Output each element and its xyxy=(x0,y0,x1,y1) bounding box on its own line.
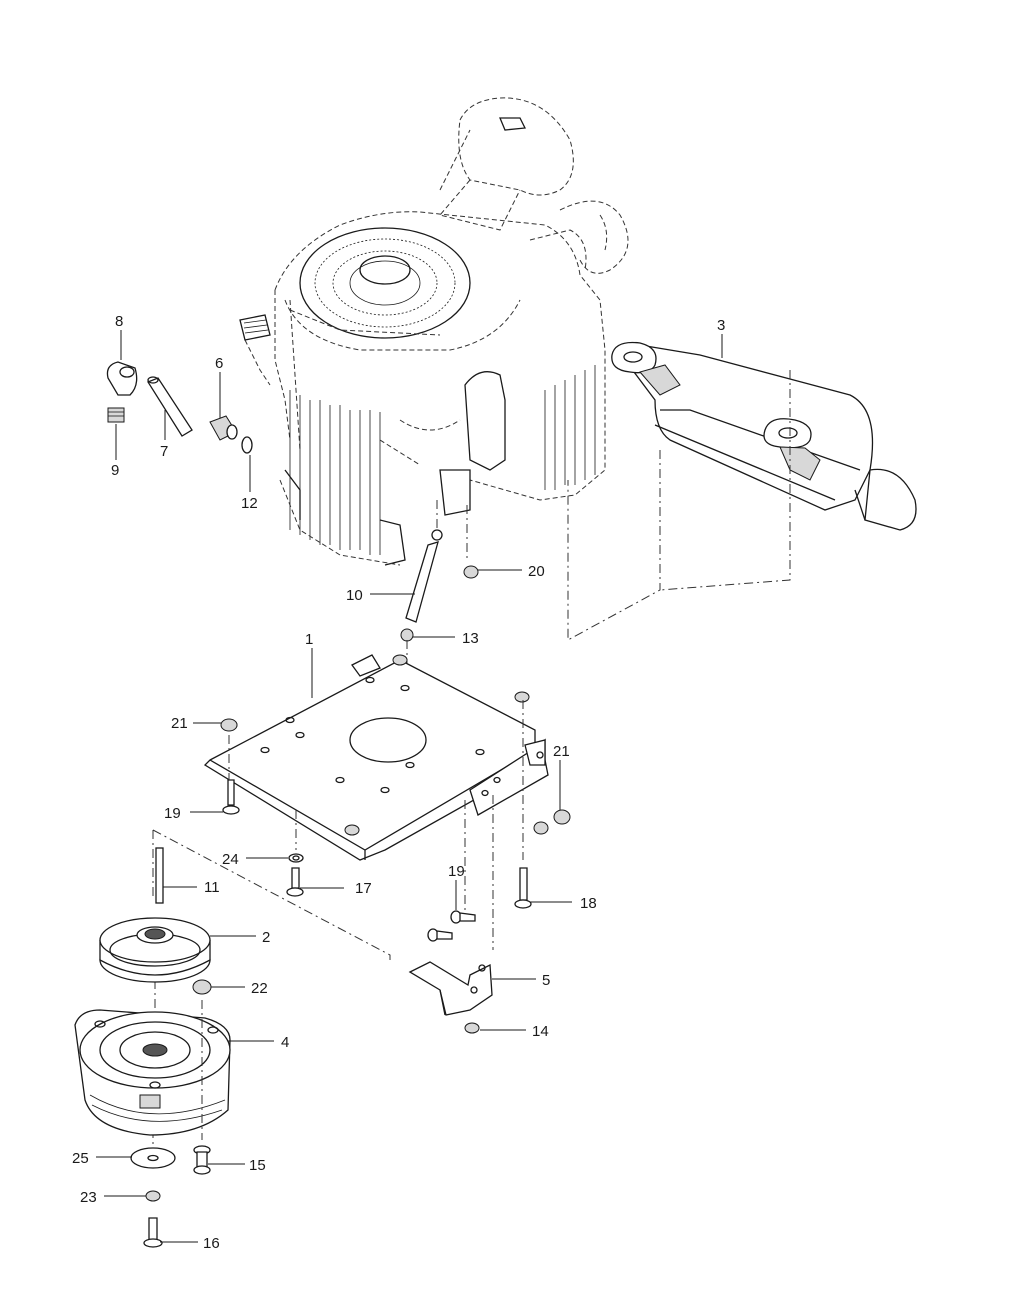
callout-21-left: 21 xyxy=(171,715,188,732)
callout-14: 14 xyxy=(532,1023,549,1040)
callout-leaders xyxy=(96,330,723,1243)
oil-drain-elbow xyxy=(106,361,138,396)
callout-labels: 1 2 3 4 5 6 7 8 9 10 11 12 13 14 15 16 1… xyxy=(72,313,725,1252)
bolt-19-bracket xyxy=(427,910,476,942)
callout-9: 9 xyxy=(111,462,119,479)
callout-24: 24 xyxy=(222,851,239,868)
drain-plug xyxy=(107,407,125,423)
muffler xyxy=(611,341,917,531)
engine-mount-plate xyxy=(203,654,549,861)
bolt-center-lines xyxy=(228,700,524,950)
nut-20 xyxy=(463,565,479,579)
bolt-19-plate xyxy=(222,779,240,815)
bolt-18 xyxy=(514,867,532,909)
callout-22: 22 xyxy=(251,980,268,997)
callout-2: 2 xyxy=(262,929,270,946)
callout-1: 1 xyxy=(305,631,313,648)
hose-clamp xyxy=(400,628,414,642)
fuel-hose xyxy=(405,529,443,623)
callout-25: 25 xyxy=(72,1150,89,1167)
callout-6: 6 xyxy=(215,355,223,372)
bolt-15 xyxy=(193,1145,211,1175)
bolt-17 xyxy=(286,867,304,897)
washer-24 xyxy=(288,853,304,863)
pulley-axis-lines xyxy=(152,829,391,1150)
pulley xyxy=(99,917,211,983)
muffler-mount-lines xyxy=(567,370,791,641)
nut-21-right xyxy=(533,809,571,835)
drain-valve xyxy=(209,415,238,441)
bolt-16 xyxy=(143,1217,163,1248)
engine-outline xyxy=(239,97,629,566)
callout-23: 23 xyxy=(80,1189,97,1206)
drain-pipe xyxy=(147,376,193,437)
nut-22 xyxy=(192,979,212,995)
callout-5: 5 xyxy=(542,972,550,989)
callout-10: 10 xyxy=(346,587,363,604)
callout-4: 4 xyxy=(281,1034,289,1051)
callout-15: 15 xyxy=(249,1157,266,1174)
callout-21-right: 21 xyxy=(553,743,570,760)
callout-13: 13 xyxy=(462,630,479,647)
washer-25 xyxy=(130,1147,176,1169)
callout-3: 3 xyxy=(717,317,725,334)
callout-8: 8 xyxy=(115,313,123,330)
callout-12: 12 xyxy=(241,495,258,512)
key xyxy=(155,847,164,904)
callout-19-bracket: 19 xyxy=(448,863,465,880)
bracket xyxy=(408,961,493,1016)
callout-17: 17 xyxy=(355,880,372,897)
callout-16: 16 xyxy=(203,1235,220,1252)
lock-washer-23 xyxy=(145,1190,161,1202)
nut-14 xyxy=(464,1022,480,1034)
electric-clutch xyxy=(74,1009,231,1136)
callout-18: 18 xyxy=(580,895,597,912)
callout-19-plate: 19 xyxy=(164,805,181,822)
nut-21-left xyxy=(220,718,238,732)
o-ring xyxy=(241,436,253,454)
callout-7: 7 xyxy=(160,443,168,460)
callout-11: 11 xyxy=(204,879,220,896)
callout-20: 20 xyxy=(528,563,545,580)
